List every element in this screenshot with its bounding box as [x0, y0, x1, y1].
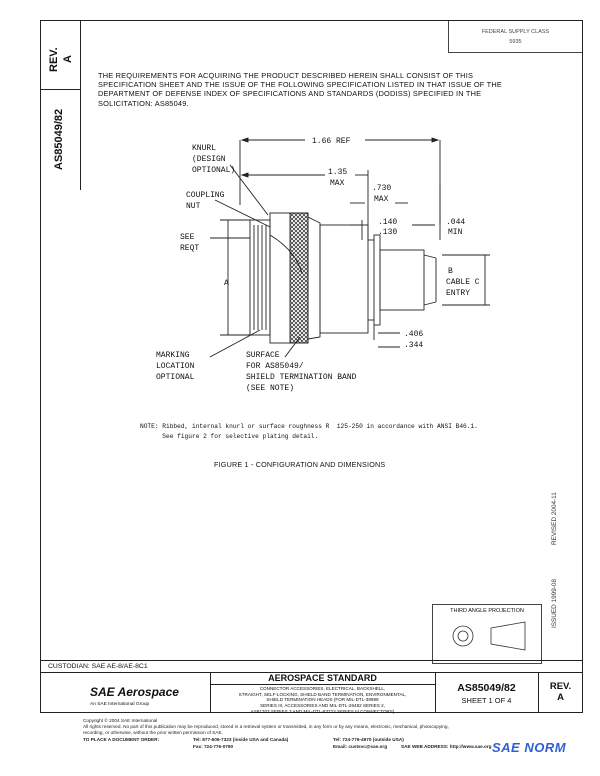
third-angle-projection-icon [452, 621, 526, 651]
requirements-paragraph: THE REQUIREMENTS FOR ACQUIRING THE PRODU… [98, 71, 503, 108]
rev-value: A [557, 692, 564, 703]
coupling-label-1: COUPLING [186, 191, 225, 200]
rights-text-2: recording, or otherwise, without the pri… [83, 730, 223, 736]
desc-line: STRAIGHT, SELF-LOCKING, SHIELD BAND TERM… [238, 691, 407, 697]
aerospace-standard-title: AEROSPACE STANDARD [210, 673, 435, 685]
copyright: Copyright © 2004 SAE International [83, 718, 158, 723]
dim-406: .406 [404, 330, 423, 339]
description-cell: AEROSPACE STANDARD CONNECTOR ACCESSORIES… [210, 673, 436, 715]
title-block: SAE Aerospace An SAE International Group… [40, 672, 583, 715]
dim-344: .344 [404, 341, 423, 350]
web-address[interactable]: SAE WEB ADDRESS: http://www.sae.org [401, 743, 492, 749]
surface-label-3: SHIELD TERMINATION BAND [246, 373, 357, 382]
projection-label: THIRD ANGLE PROJECTION [450, 608, 524, 614]
knurl-label-1: KNURL [192, 144, 216, 153]
rev-label: REV. [549, 681, 572, 692]
sae-logo-sub: An SAE International Group [90, 702, 150, 707]
email: Email: custsvc@sae.org [333, 743, 388, 749]
projection-box: THIRD ANGLE PROJECTION [432, 604, 542, 664]
dim-overall: 1.66 REF [312, 137, 351, 146]
dim-730-max: MAX [374, 195, 389, 204]
surface-label-1: SURFACE [246, 351, 280, 360]
doc-number-cell: AS85049/82 SHEET 1 OF 4 [435, 673, 539, 713]
knurl-label-3: OPTIONAL) [192, 166, 235, 175]
dim-135-max: MAX [330, 179, 345, 188]
marking-label-3: OPTIONAL [156, 373, 195, 382]
order-info: TO PLACE A DOCUMENT ORDER: Tel: 877-606-… [83, 737, 553, 751]
connector-drawing: 1.66 REF 1.35 MAX .730 MAX .140 .130 .04… [156, 137, 490, 393]
fax: Fax: 724-776-0790 [193, 743, 234, 749]
revised-date: REVISED 2004-11 [551, 492, 558, 545]
dim-135: 1.35 [328, 168, 347, 177]
sae-logo-cell: SAE Aerospace An SAE International Group [40, 673, 211, 713]
sae-logo: SAE Aerospace [90, 685, 179, 699]
rights-text: All rights reserved. No part of this pub… [83, 724, 449, 730]
marking-label-1: MARKING [156, 351, 190, 360]
federal-supply-class-box: FEDERAL SUPPLY CLASS 5935 [448, 21, 582, 53]
description-text: CONNECTOR ACCESSORIES, ELECTRICAL, BACKS… [210, 685, 435, 715]
rev-cell: REV. A [538, 673, 583, 713]
note-line: See figure 2 for selective plating detai… [140, 433, 319, 440]
dim-730: .730 [372, 184, 391, 193]
dim-140: .140 [378, 218, 397, 227]
see-label-2: REQT [180, 244, 199, 253]
dim-044: .044 [446, 218, 465, 227]
dim-130: .130 [378, 228, 397, 237]
cable-entry-line1: CABLE C [446, 278, 480, 287]
desc-line: SHIELD TERMINATION HEADS (FOR MIL-DTL-38… [266, 697, 379, 703]
watermark-logo: SAE NORM [492, 740, 567, 755]
custodian: CUSTODIAN: SAE AE-8/AE-8C1 [40, 660, 583, 672]
doc-number: AS85049/82 [457, 682, 516, 694]
cable-entry-line2: ENTRY [446, 289, 470, 298]
side-rev-label: REV. [48, 47, 60, 72]
dim-label-a: A [224, 279, 229, 288]
order-label: TO PLACE A DOCUMENT ORDER: [83, 736, 160, 742]
tel-inside: Tel: 877-606-7323 (inside USA and Canada… [193, 736, 289, 742]
side-strip [40, 20, 81, 190]
drawing-frame [40, 20, 583, 713]
tel-outside: Tel: 724-776-4970 (outside USA) [333, 736, 404, 742]
fed-box-line: FEDERAL SUPPLY CLASS [481, 29, 550, 35]
side-doc-number: AS85049/82 [53, 108, 65, 170]
fed-box-line: 5935 [509, 39, 522, 45]
coupling-label-2: NUT [186, 202, 201, 211]
surface-label-2: FOR AS85049/ [246, 362, 304, 371]
dim-044-min: MIN [448, 228, 463, 237]
issued-date: ISSUED 1999-08 [551, 578, 558, 628]
desc-line: CONNECTOR ACCESSORIES, ELECTRICAL, BACKS… [259, 686, 386, 691]
footer: Copyright © 2004 SAE International All r… [83, 718, 553, 751]
sheet-number: SHEET 1 OF 4 [461, 696, 512, 705]
marking-label-2: LOCATION [156, 362, 195, 371]
see-label-1: SEE [180, 233, 195, 242]
desc-line: AS81703 SERIES 3 AND MIL-DTL-83723 SERIE… [250, 708, 395, 714]
figure-caption: FIGURE 1 - CONFIGURATION AND DIMENSIONS [214, 460, 386, 469]
side-rev-cell [40, 20, 80, 90]
knurl-label-2: (DESIGN [192, 155, 226, 164]
drawing-note: NOTE: Ribbed, internal knurl or surface … [140, 422, 540, 442]
desc-line: SERIES III, ACCESSORIES AND MIL-DTL-2648… [260, 703, 385, 709]
surface-label-4: (SEE NOTE) [246, 384, 294, 393]
side-rev-value: A [62, 55, 74, 63]
note-line: NOTE: Ribbed, internal knurl or surface … [140, 423, 478, 430]
dim-label-b: B [448, 267, 453, 276]
